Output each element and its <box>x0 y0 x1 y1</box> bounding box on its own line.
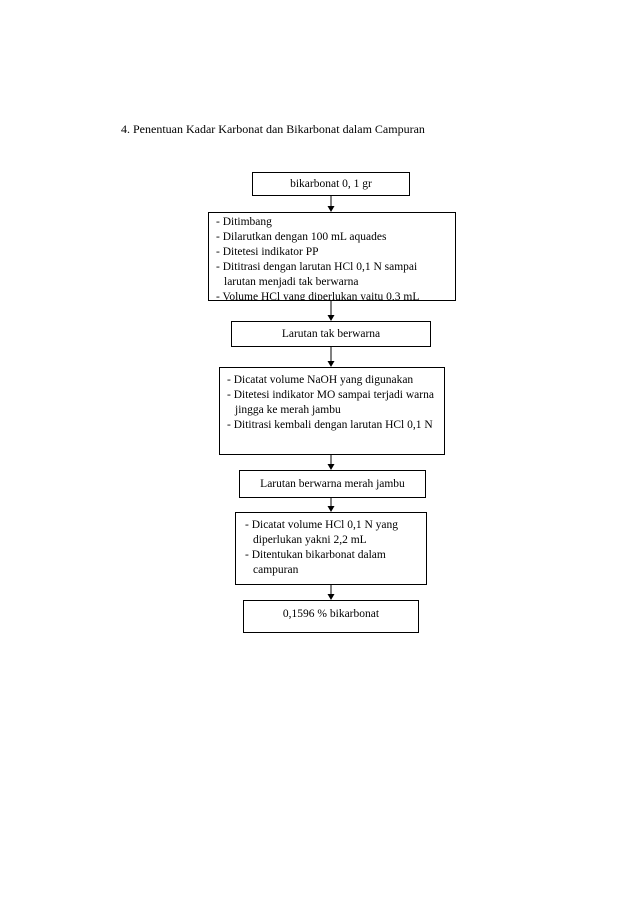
procedure-list-1: - Ditimbang - Dilarutkan dengan 100 mL a… <box>216 215 449 301</box>
procedure-box-3: - Dicatat volume HCl 0,1 N yang diperluk… <box>235 512 427 585</box>
result-box-1: Larutan tak berwarna <box>231 321 431 347</box>
procedure-step: - Dicatat volume NaOH yang digunakan <box>227 374 414 386</box>
final-label: 0,1596 % bikarbonat <box>282 608 380 620</box>
procedure-list-3: - Dicatat volume HCl 0,1 N yang diperluk… <box>245 518 420 578</box>
result-label-2: Larutan berwarna merah jambu <box>260 478 405 490</box>
procedure-list-2: - Dicatat volume NaOH yang digunakan - D… <box>227 373 438 433</box>
procedure-step: - Dicatat volume HCl 0,1 N yang diperluk… <box>245 519 398 546</box>
procedure-step: - Dilarutkan dengan 100 mL aquades <box>216 231 387 243</box>
procedure-box-1: - Ditimbang - Dilarutkan dengan 100 mL a… <box>208 212 456 301</box>
start-label: bikarbonat 0, 1 gr <box>290 178 372 190</box>
section-heading: 4. Penentuan Kadar Karbonat dan Bikarbon… <box>121 122 425 136</box>
procedure-step: - Ditetesi indikator PP <box>216 246 319 258</box>
procedure-box-2: - Dicatat volume NaOH yang digunakan - D… <box>219 367 445 455</box>
procedure-step: - Ditimbang <box>216 216 272 228</box>
procedure-step: - Dititrasi dengan larutan HCl 0,1 N sam… <box>216 261 418 288</box>
final-box: 0,1596 % bikarbonat <box>243 600 419 633</box>
result-label-1: Larutan tak berwarna <box>281 328 381 340</box>
procedure-step: - Ditentukan bikarbonat dalam campuran <box>245 549 386 576</box>
procedure-step: - Ditetesi indikator MO sampai terjadi w… <box>227 389 434 416</box>
procedure-step: - Dititrasi kembali dengan larutan HCl 0… <box>227 419 433 431</box>
result-box-2: Larutan berwarna merah jambu <box>239 470 426 498</box>
start-box: bikarbonat 0, 1 gr <box>252 172 410 196</box>
procedure-step: - Volume HCl yang diperlukan yaitu 0,3 m… <box>216 291 420 301</box>
